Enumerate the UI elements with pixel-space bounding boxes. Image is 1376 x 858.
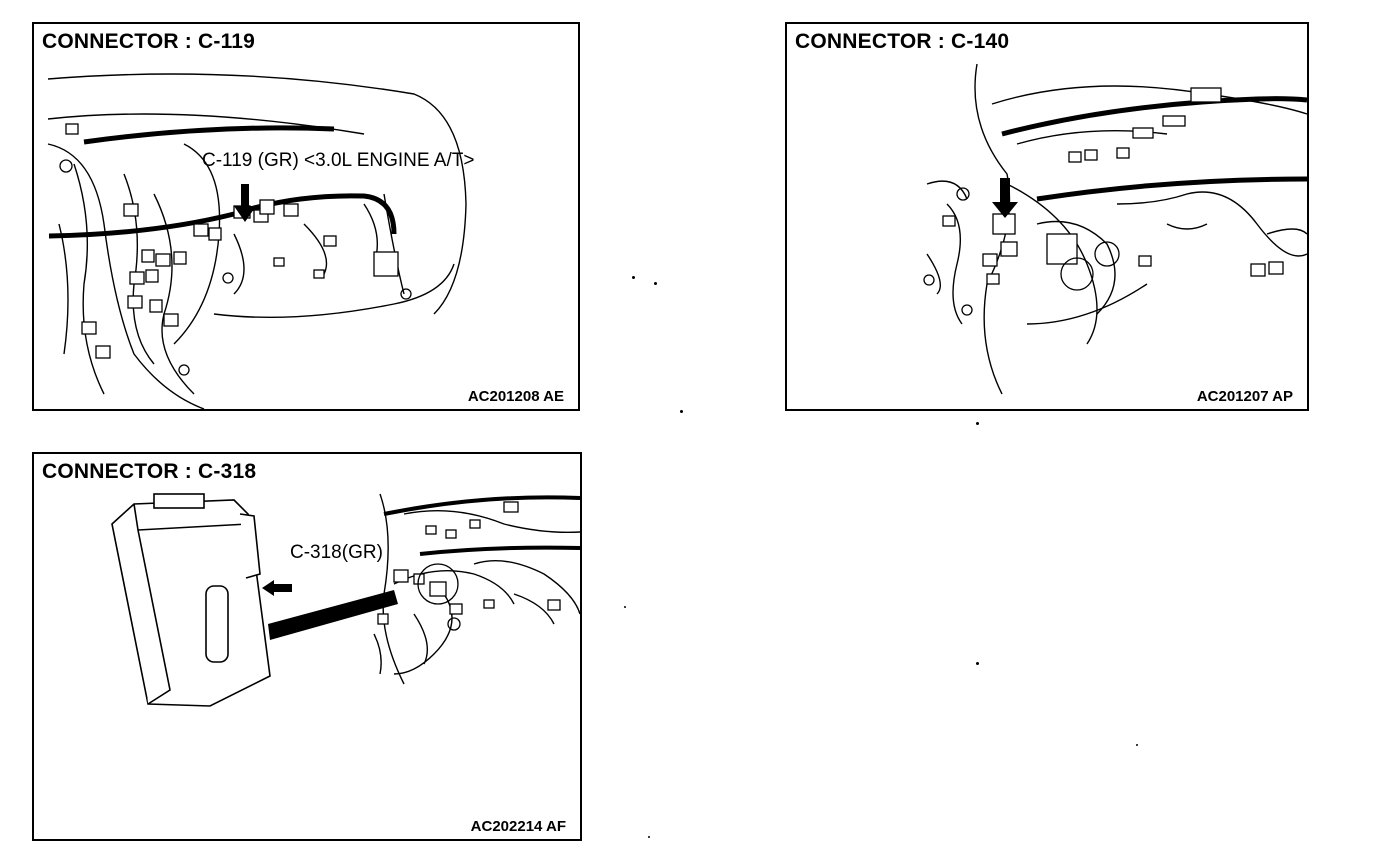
scan-speck <box>624 606 626 608</box>
wiring-illustration-c318 <box>111 493 580 707</box>
figure-code: AC202214 AF <box>470 818 566 835</box>
figure-code: AC201208 AE <box>467 388 564 405</box>
scan-speck <box>1136 744 1138 746</box>
wiring-illustration-c119 <box>47 73 467 409</box>
connector-title: CONNECTOR : C-119 <box>42 30 256 53</box>
scan-speck <box>976 662 979 665</box>
connector-panel-c140: CONNECTOR : C-140 AC201207 AP <box>785 22 1309 411</box>
scan-speck <box>648 836 650 838</box>
scan-speck <box>680 410 683 413</box>
connector-callout: C-318(GR) <box>290 542 383 563</box>
connector-title: CONNECTOR : C-140 <box>795 30 1010 53</box>
connector-callout: C-119 (GR) <3.0L ENGINE A/T> <box>202 150 475 171</box>
connector-panel-c119: CONNECTOR : C-119 C-119 (GR) <3.0L ENGIN… <box>32 22 580 411</box>
connector-title: CONNECTOR : C-318 <box>42 460 257 483</box>
figure-code: AC201207 AP <box>1196 388 1293 405</box>
scan-speck <box>632 276 635 279</box>
connector-panel-c318: CONNECTOR : C-318 C-318(GR) AC202214 AF <box>32 452 582 841</box>
scan-speck <box>976 422 979 425</box>
scan-speck <box>654 282 657 285</box>
wiring-illustration-c140 <box>923 63 1307 395</box>
